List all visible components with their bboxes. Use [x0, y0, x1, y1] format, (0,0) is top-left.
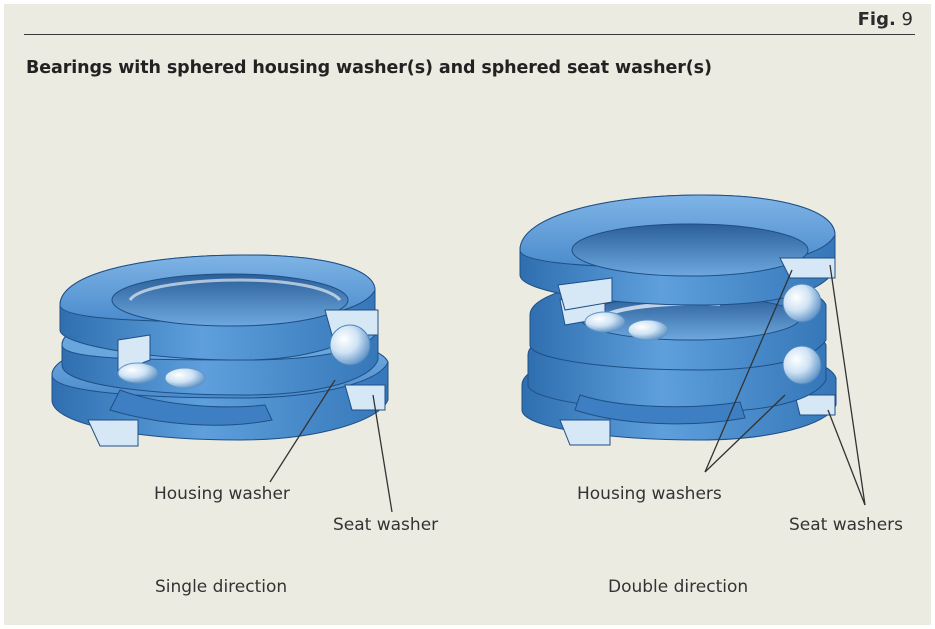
- double-top-housing-washer: [519, 194, 836, 311]
- figure-title: Bearings with sphered housing washer(s) …: [26, 58, 712, 78]
- single-housing-label: Housing washer: [154, 484, 290, 504]
- single-seat-leader: [372, 394, 393, 513]
- single-caption: Single direction: [155, 577, 288, 597]
- double-seat-leader-1: [829, 264, 866, 506]
- figure-word: Fig.: [857, 9, 896, 30]
- single-ball-2: [164, 367, 206, 389]
- single-cutaway-band: [109, 389, 273, 426]
- double-housing-leader-2: [704, 394, 786, 473]
- figure-number: Fig. 9: [858, 9, 913, 30]
- single-ball-3: [329, 324, 371, 366]
- single-direction-bearing: [51, 254, 393, 513]
- double-direction-bearing: [519, 194, 866, 506]
- double-seat-label: Seat washers: [789, 515, 903, 535]
- double-ball-4: [782, 345, 822, 385]
- double-ball-1: [584, 311, 626, 333]
- double-caption: Double direction: [608, 577, 749, 597]
- single-housing-washer: [59, 254, 379, 373]
- header-rule: [24, 34, 915, 35]
- double-housing-label: Housing washers: [577, 484, 722, 504]
- double-housing-leader-1: [704, 269, 793, 473]
- single-seat-label: Seat washer: [333, 515, 439, 535]
- single-ball-1: [117, 362, 159, 384]
- double-ball-3: [782, 283, 822, 323]
- double-ball-2: [627, 319, 669, 341]
- single-housing-leader: [269, 379, 336, 483]
- double-seat-leader-2: [827, 409, 866, 506]
- figure-number-value: 9: [901, 9, 913, 30]
